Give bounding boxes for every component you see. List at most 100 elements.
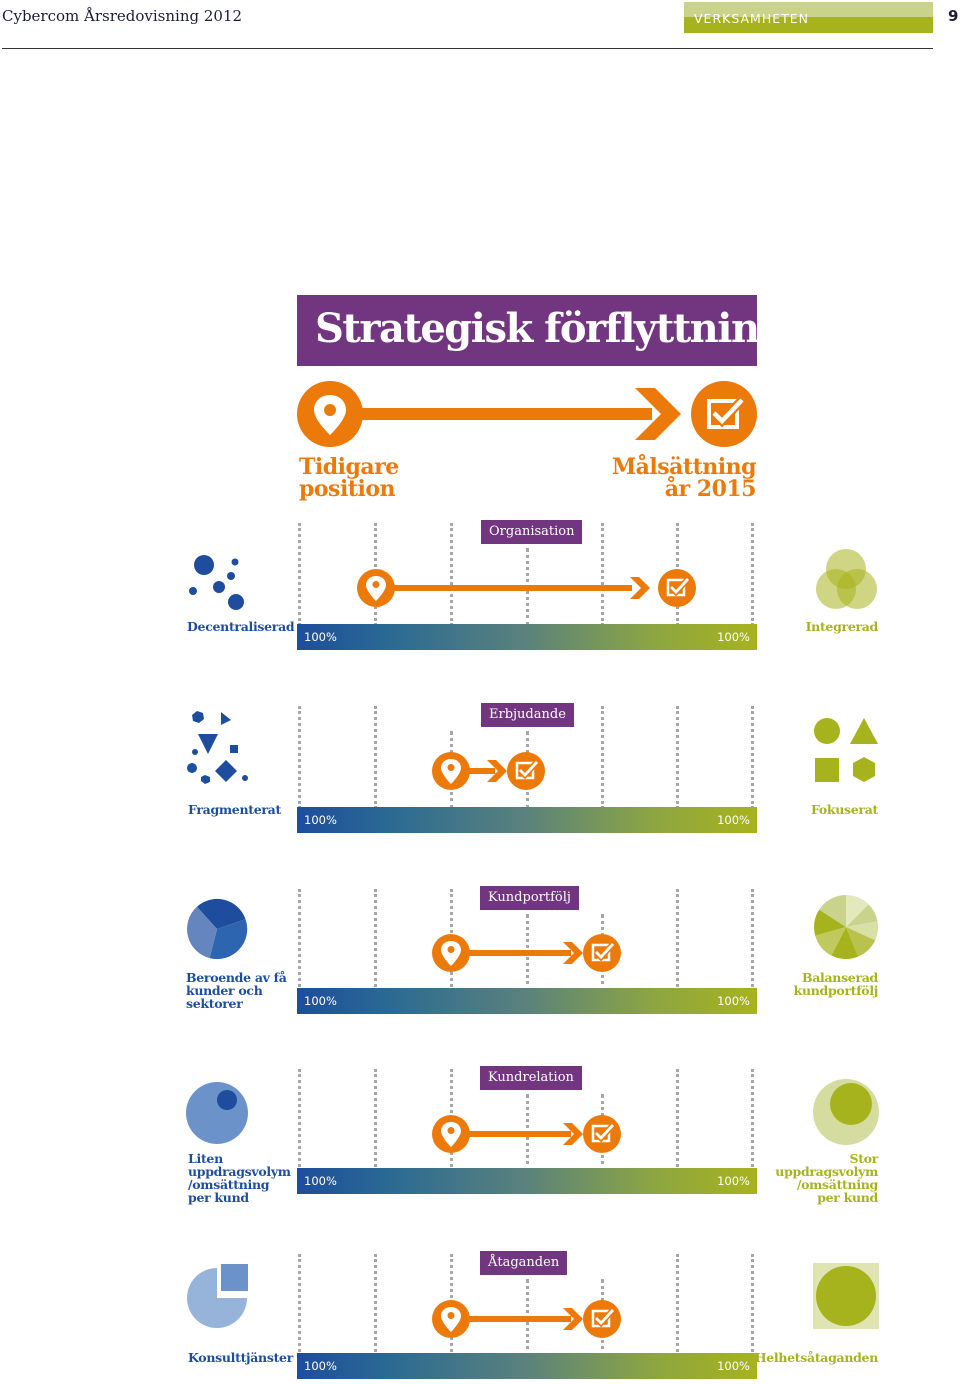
- right-label-line: Integrerad: [805, 619, 879, 634]
- shift-arrow: [432, 934, 621, 972]
- scale-bar: 100% 100%: [297, 624, 757, 650]
- left-label: Decentraliserad: [187, 620, 295, 633]
- row-kundrelation: Kundrelation 100% 100% Liten uppdragsvol…: [0, 1066, 960, 1204]
- left-percentage: 100%: [304, 813, 337, 827]
- right-label: Balanserad kundportfölj: [793, 970, 879, 998]
- to-label: Målsättning år 2015: [611, 454, 757, 502]
- section-tab: VERKSAMHETEN: [684, 2, 933, 33]
- left-percentage: 100%: [304, 994, 337, 1008]
- right-percentage: 100%: [717, 1359, 750, 1373]
- row-ataganden: Åtaganden 100% 100% Konsulttjänster Helh…: [0, 1251, 960, 1383]
- grid-line: [298, 1254, 301, 1357]
- left-label-line: Fragmenterat: [188, 802, 281, 817]
- left-label-line: Liten: [188, 1151, 223, 1166]
- left-label-line: kunder och: [186, 983, 263, 998]
- left-label-line: sektorer: [186, 996, 243, 1011]
- grid-line: [298, 706, 301, 809]
- to-label-line-2: år 2015: [664, 476, 757, 502]
- right-label: Fokuserat: [811, 803, 878, 816]
- right-label-line: per kund: [817, 1190, 878, 1205]
- right-percentage: 100%: [717, 994, 750, 1008]
- right-label-line: Helhetsåtaganden: [754, 1350, 879, 1365]
- right-label-line: Fokuserat: [810, 802, 878, 817]
- shift-arrow: [432, 1115, 621, 1153]
- shift-arrow: [357, 569, 696, 607]
- grid-line: [450, 523, 453, 626]
- scale-bar: 100% 100%: [297, 1168, 757, 1194]
- category-label: Erbjudande: [481, 703, 574, 727]
- grid-line: [676, 1254, 679, 1357]
- grid-line: [298, 889, 301, 992]
- scattered-dots-icon: [189, 555, 244, 610]
- main-title: Strategisk förflyttning: [297, 295, 787, 366]
- pie-with-square-icon: [187, 1264, 248, 1328]
- grid-line: [751, 523, 754, 626]
- right-percentage: 100%: [717, 813, 750, 827]
- balanced-pie-icon: [814, 895, 878, 959]
- to-label-line-1: Målsättning: [611, 454, 757, 480]
- grid-line: [374, 706, 377, 809]
- row-kundportfolj: Kundportfölj 100% 100% Beroende av få ku…: [0, 886, 960, 1018]
- from-label-line-1: Tidigare: [299, 454, 399, 480]
- overlapping-circles-icon: [816, 549, 877, 609]
- left-label-line: /omsättning: [188, 1177, 270, 1192]
- grid-line: [676, 706, 679, 809]
- left-label-line: per kund: [188, 1190, 249, 1205]
- right-label: Integrerad: [805, 619, 879, 634]
- grid-line: [676, 889, 679, 992]
- left-label-line: Konsulttjänster: [188, 1350, 293, 1365]
- right-label-line: Balanserad: [801, 970, 878, 985]
- grid-line: [751, 1254, 754, 1357]
- category-label: Organisation: [481, 520, 583, 544]
- grid-line: [601, 706, 604, 809]
- grid-line: [751, 889, 754, 992]
- left-label: Fragmenterat: [188, 803, 281, 816]
- few-slices-pie-icon: [187, 898, 248, 960]
- grid-line: [374, 1254, 377, 1357]
- grid-line: [298, 523, 301, 626]
- small-inner-circle-icon: [186, 1082, 248, 1144]
- grid-line: [374, 1069, 377, 1172]
- left-label-line: Beroende av få: [186, 970, 287, 985]
- main-arrow: [297, 381, 757, 447]
- grid-line: [374, 889, 377, 992]
- left-percentage: 100%: [304, 1359, 337, 1373]
- page-number: 9: [948, 7, 959, 25]
- right-percentage: 100%: [717, 1174, 750, 1188]
- category-label: Åtaganden: [480, 1251, 568, 1275]
- grid-line: [601, 523, 604, 626]
- right-label-line: uppdragsvolym: [775, 1164, 878, 1179]
- header-divider: [2, 48, 933, 49]
- shift-arrow: [432, 752, 545, 790]
- left-label-line: uppdragsvolym: [188, 1164, 291, 1179]
- shift-arrow: [432, 1300, 621, 1338]
- left-percentage: 100%: [304, 1174, 337, 1188]
- category-label: Kundrelation: [480, 1066, 582, 1090]
- category-label: Kundportfölj: [480, 886, 579, 910]
- from-label: Tidigare position: [299, 456, 399, 500]
- row-erbjudande: Erbjudande 100% 100% Fragmenterat Fokuse…: [0, 703, 960, 835]
- scale-bar: 100% 100%: [297, 1353, 757, 1379]
- scale-bar: 100% 100%: [297, 807, 757, 833]
- right-label: Helhetsåtaganden: [754, 1350, 879, 1365]
- right-label-line: /omsättning: [796, 1177, 878, 1192]
- left-percentage: 100%: [304, 630, 337, 644]
- large-inner-circle-icon: [813, 1079, 879, 1145]
- circle-in-square-icon: [813, 1263, 879, 1329]
- grid-line: [751, 706, 754, 809]
- grid-line: [751, 1069, 754, 1172]
- right-label-line: kundportfölj: [793, 983, 879, 998]
- grid-line: [676, 1069, 679, 1172]
- left-label: Konsulttjänster: [188, 1351, 293, 1364]
- right-label-line: Stor: [849, 1151, 878, 1166]
- from-label-line-2: position: [299, 476, 395, 502]
- scattered-shapes-icon: [187, 711, 248, 784]
- right-percentage: 100%: [717, 630, 750, 644]
- focused-shapes-icon: [814, 718, 878, 782]
- left-label: Beroende av få kunder och sektorer: [186, 971, 287, 1010]
- row-organisation: Organisation 100% 100% Decentraliserad I…: [0, 520, 960, 652]
- section-label: VERKSAMHETEN: [694, 11, 810, 26]
- left-label: Liten uppdragsvolym /omsättning per kund: [188, 1152, 291, 1204]
- right-label: Stor uppdragsvolym /omsättning per kund: [775, 1152, 878, 1204]
- scale-bar: 100% 100%: [297, 988, 757, 1014]
